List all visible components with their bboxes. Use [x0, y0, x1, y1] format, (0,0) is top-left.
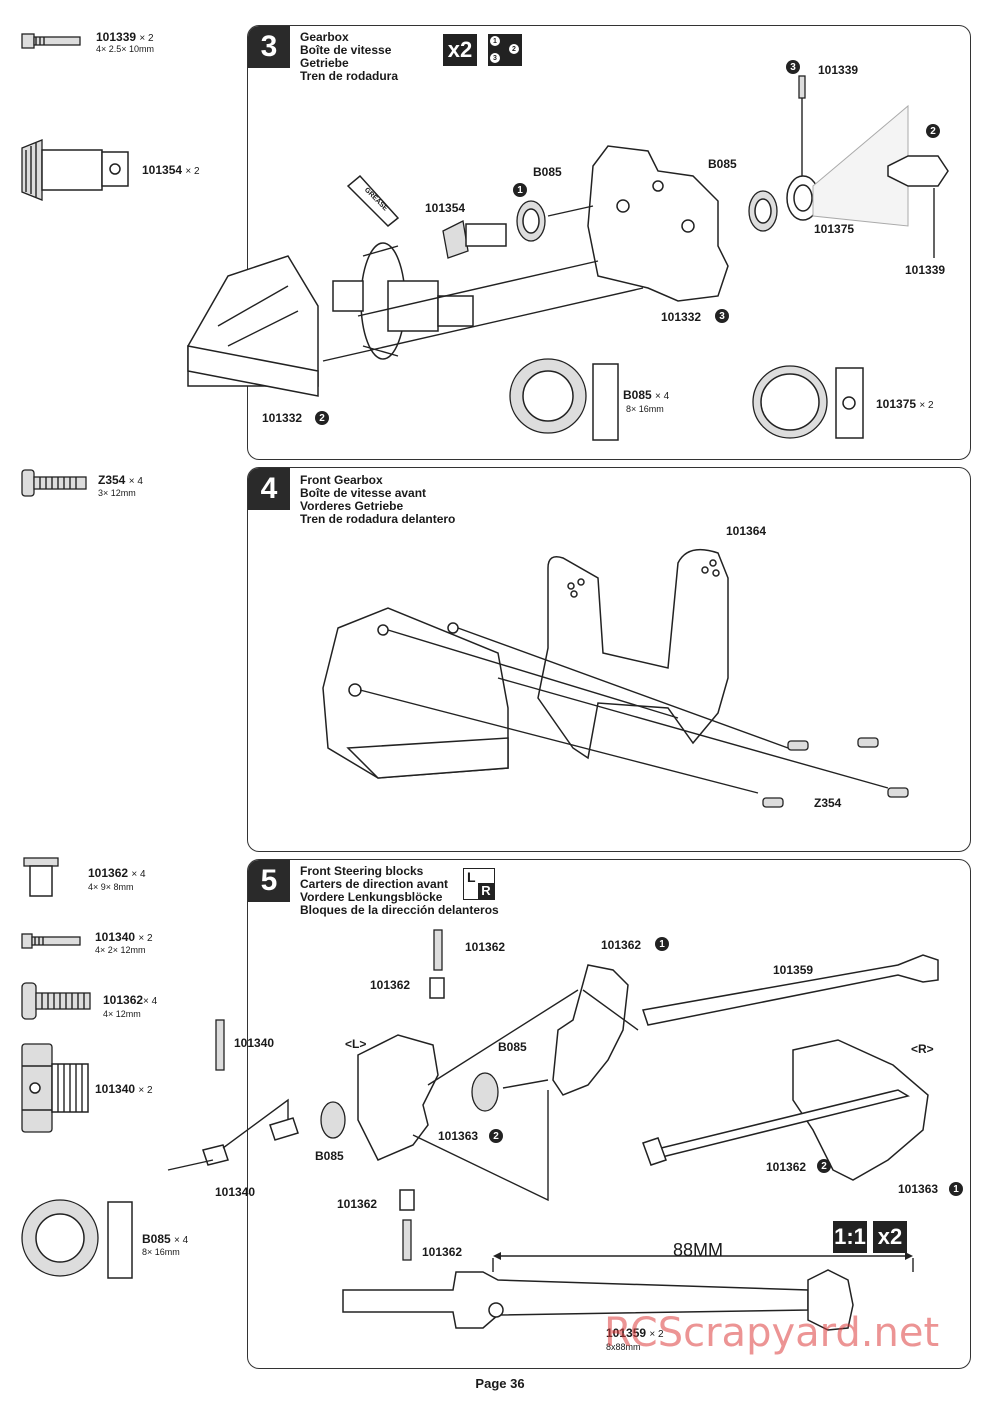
part-label: B085 [315, 1149, 344, 1163]
part-label: B085 [533, 165, 562, 179]
part-dims: 3× 12mm [98, 488, 136, 498]
screw-z354-icon [21, 469, 87, 497]
part-code: 101339 × 2 [96, 30, 154, 44]
part-label: B085 [498, 1040, 527, 1054]
order-marker: 1 [513, 183, 527, 197]
part-dims: 8× 16mm [142, 1247, 180, 1257]
order-marker: 3 [715, 309, 729, 323]
length-label: 88MM [673, 1240, 724, 1260]
part-label: 101362 [601, 938, 642, 952]
part-dims: 4× 2.5× 10mm [96, 44, 155, 54]
part-label: 101363 [438, 1129, 479, 1143]
part-code: B085 × 4 [142, 1232, 189, 1246]
bearing-icon [21, 1199, 133, 1279]
part-label: <R> [911, 1042, 934, 1056]
watermark: RCScrapyard.net [604, 1310, 940, 1356]
pinion-gear-icon [21, 139, 129, 201]
part-label: 101339 [905, 263, 946, 277]
part-label: 101375 [814, 222, 855, 236]
part-code: 101362× 4 [103, 993, 158, 1007]
grease-tube-icon [346, 174, 400, 228]
order-marker: 1 [655, 937, 669, 951]
part-dims: 4× 12mm [103, 1009, 141, 1019]
gearbox-housing-right [587, 145, 729, 302]
part-label: 101362 [422, 1245, 463, 1259]
part-label: <L> [345, 1037, 367, 1051]
sequence-icon: 1 2 3 [488, 34, 522, 66]
part-label: 101340 [234, 1036, 275, 1050]
part-code: 101359 × 2 [606, 1326, 664, 1340]
quantity-badge: x2 [443, 34, 477, 66]
order-marker: 3 [786, 60, 800, 74]
gearbox-housing-left [187, 255, 319, 397]
order-marker: 2 [817, 1159, 831, 1173]
part-label: 101339 [818, 63, 859, 77]
part-code: 101340 × 2 [95, 1082, 153, 1096]
part-code: 101340 × 2 [95, 930, 153, 944]
left-right-icon: L R [463, 868, 495, 900]
part-label: 101340 [215, 1185, 256, 1199]
front-gearbox-drawing [322, 548, 909, 808]
step-number: 3 [248, 26, 290, 68]
quantity-badge: x2 [873, 1221, 907, 1253]
part-code: 101354 × 2 [142, 163, 200, 177]
part-code: Z354 × 4 [98, 473, 143, 487]
screw-101340-icon [21, 933, 81, 949]
hex-nut-icon [21, 1043, 89, 1133]
bushing-icon [23, 857, 59, 897]
part-label: Z354 [814, 796, 842, 810]
part-code: B085 × 4 [623, 388, 670, 402]
screw-101362-icon [21, 982, 91, 1020]
page-number: Page 36 [475, 1376, 525, 1391]
step-number: 5 [248, 860, 290, 902]
steering-blocks-drawing [167, 929, 939, 1331]
part-label: B085 [708, 157, 737, 171]
order-marker: 2 [489, 1129, 503, 1143]
differential-gear [332, 242, 474, 360]
part-label: 101332 [661, 310, 702, 324]
part-code: 101362 × 4 [88, 866, 146, 880]
order-marker: 2 [315, 411, 329, 425]
pinion [442, 220, 507, 259]
part-label: 101362 [337, 1197, 378, 1211]
part-label: 101364 [726, 524, 767, 538]
part-label: 101362 [370, 978, 411, 992]
order-marker: 1 [949, 1182, 963, 1196]
part-label: 101362 [766, 1160, 807, 1174]
step-number: 4 [248, 468, 290, 510]
part-label: 101362 [465, 940, 506, 954]
scale-badge: 1:1 [833, 1221, 867, 1253]
screw-101339-icon [21, 33, 81, 49]
part-label: 101332 [262, 411, 303, 425]
gearbox-exploded-drawing [187, 75, 949, 441]
order-marker: 2 [926, 124, 940, 138]
part-label: 101363 [898, 1182, 939, 1196]
part-label: 101354 [425, 201, 466, 215]
part-dims: 4× 2× 12mm [95, 945, 146, 955]
part-label: 101359 [773, 963, 814, 977]
part-code: 101375 × 2 [876, 397, 934, 411]
part-dims: 8x88mm [606, 1342, 641, 1352]
part-dims: 4× 9× 8mm [88, 882, 134, 892]
part-dims: 8× 16mm [626, 404, 664, 414]
